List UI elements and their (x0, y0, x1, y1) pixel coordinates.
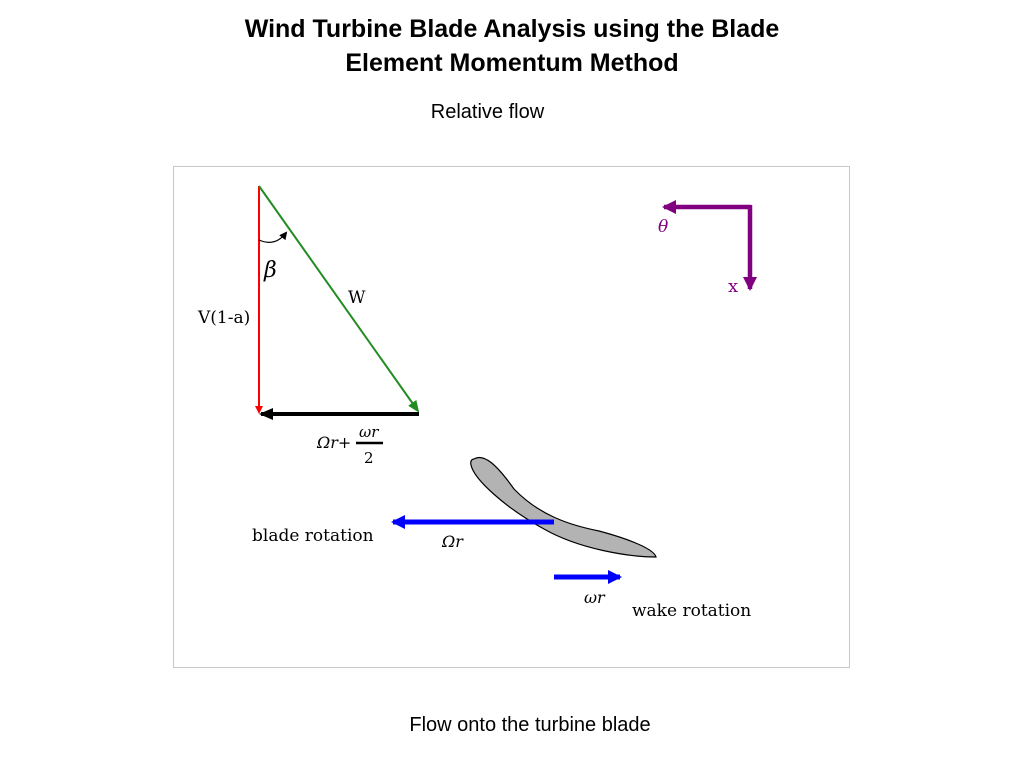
slide-title-line-2: Element Momentum Method (345, 49, 679, 77)
relative-velocity-label: W (348, 288, 366, 308)
tangential-velocity-numerator: ωr (359, 423, 379, 441)
wake-rotation-label: wake rotation (632, 601, 751, 621)
slide-title-line-1: Wind Turbine Blade Analysis using the Bl… (244, 15, 780, 43)
figure-caption: Flow onto the turbine blade (409, 714, 651, 736)
blade-airfoil (470, 456, 657, 558)
x-axis-label: x (728, 276, 738, 297)
blade-rotation-label: blade rotation (252, 526, 374, 546)
tangential-velocity-prefix: Ωr+ (316, 433, 351, 452)
velocity-diagram-svg: β W V(1-a) Ωr+ ωr 2 θ x blade rotation Ω… (197, 185, 757, 621)
tangential-velocity-denominator: 2 (364, 449, 374, 467)
wake-rotation-speed-label: ωr (584, 588, 606, 607)
velocity-diagram-figure: β W V(1-a) Ωr+ ωr 2 θ x blade rotation Ω… (173, 166, 850, 668)
relative-flow-heading: Relative flow (430, 101, 545, 123)
relative-velocity-arrow (258, 185, 420, 413)
blade-rotation-speed-label: Ωr (441, 532, 464, 551)
axial-velocity-label: V(1-a) (197, 308, 250, 328)
slide-title: Wind Turbine Blade Analysis using the Bl… (112, 12, 912, 80)
beta-angle-arc (258, 231, 288, 243)
theta-axis-label: θ (658, 217, 668, 237)
beta-label: β (263, 258, 277, 283)
